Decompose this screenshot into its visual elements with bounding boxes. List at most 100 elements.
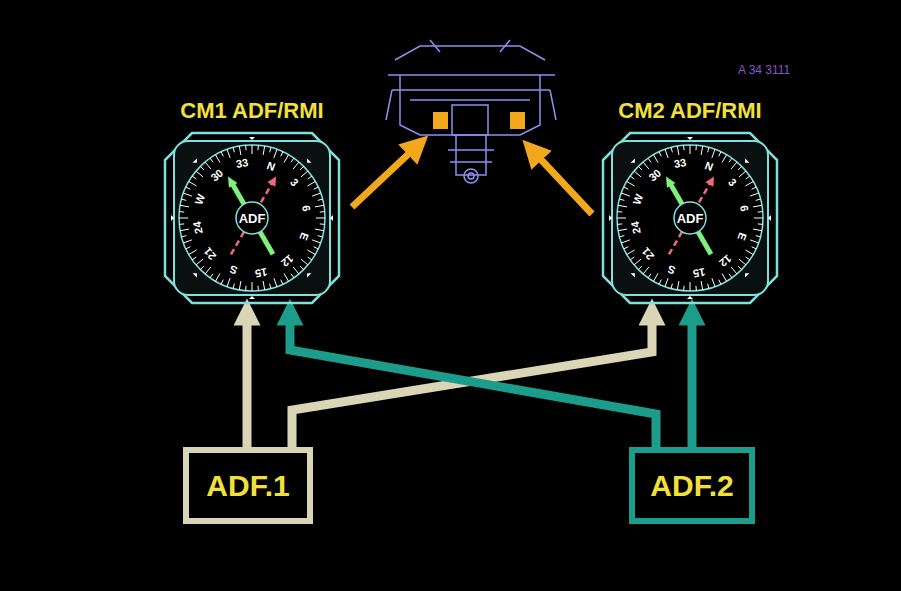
dial-tick <box>257 286 258 291</box>
cockpit-outline <box>386 40 556 183</box>
dial-tick <box>291 274 294 278</box>
dial-tick <box>192 176 196 179</box>
dial-tick <box>731 162 737 169</box>
dial-tick <box>756 199 761 200</box>
index-mark <box>687 137 693 140</box>
dial-tick <box>233 147 234 152</box>
dial-tick <box>189 182 197 187</box>
index-mark <box>249 296 255 299</box>
dial-tick <box>270 147 271 152</box>
needle-head <box>267 176 276 186</box>
index-mark <box>305 271 311 277</box>
instrument-title: CM1 ADF/RMI <box>160 98 344 124</box>
dial-tick <box>750 193 758 196</box>
compass-card <box>179 145 325 291</box>
dial-tick <box>315 229 324 231</box>
dial-tick <box>179 223 184 224</box>
dial-tick <box>754 218 763 219</box>
instrument-face: ADFN36E1215S2124W3033 <box>600 130 780 306</box>
dial-tick <box>617 223 622 224</box>
adf-receiver-box: ADF.2 <box>629 447 755 524</box>
instrument-face: ADFN36E1215S2124W3033 <box>162 130 342 306</box>
dial-tick <box>205 267 211 274</box>
dial-tick <box>252 282 253 291</box>
dial-tick <box>746 176 750 179</box>
dial-tick <box>624 187 629 189</box>
dial-tick <box>695 145 696 150</box>
dial-tick <box>746 257 750 260</box>
dial-tick <box>281 152 283 157</box>
dial-tick <box>753 229 762 231</box>
bezel-inner <box>174 141 330 295</box>
dial-tick <box>677 146 679 155</box>
index-mark <box>330 215 333 221</box>
dial-tick <box>634 171 641 177</box>
dial-tick <box>695 286 696 291</box>
dial-tick <box>745 250 753 255</box>
dial-tick <box>257 145 258 150</box>
dial-tick <box>638 266 642 270</box>
dial-tick <box>619 199 624 200</box>
rmi-instrument: CM2 ADF/RMI ADFN36E1215S2124W3033 <box>598 98 782 306</box>
dial-tick <box>738 266 742 270</box>
dial-tick <box>752 247 757 249</box>
dial-tick <box>683 286 684 291</box>
dial-tick <box>643 267 649 274</box>
dial-tick <box>627 250 635 255</box>
dial-tick <box>316 218 325 219</box>
dial-tick <box>293 267 299 274</box>
dial-tick <box>179 211 184 212</box>
dial-tick <box>239 281 241 290</box>
dial-tick <box>690 145 691 154</box>
dial-tick <box>200 266 204 270</box>
dial-tick <box>221 152 223 157</box>
dial-tick <box>227 149 230 157</box>
adf-needle-1 <box>232 183 273 254</box>
dial-tick <box>671 147 672 152</box>
dial-tick <box>719 152 721 157</box>
dial-tick <box>314 247 319 249</box>
dial-tick <box>291 158 294 162</box>
dial-tick <box>630 257 634 260</box>
dial-tick <box>758 211 763 212</box>
dial-tick <box>621 193 629 196</box>
dial-tick <box>180 229 189 231</box>
receiver-name: ADF.2 <box>650 469 733 503</box>
dial-tick <box>274 149 277 157</box>
dial-tick <box>196 171 203 177</box>
dial-tick <box>627 182 635 187</box>
dial-tick <box>252 145 253 154</box>
compass-card <box>617 145 763 291</box>
instrument-title: CM2 ADF/RMI <box>598 98 782 124</box>
dial-tick <box>712 278 715 286</box>
dial-tick <box>263 146 265 155</box>
dial-tick <box>210 274 213 278</box>
compass-numeral: 15 <box>693 266 707 279</box>
dial-tick <box>618 229 627 231</box>
dial-tick <box>284 273 289 281</box>
index-mark <box>193 271 199 277</box>
dial-tick <box>301 259 308 265</box>
bezel-octagon <box>603 133 777 303</box>
pointer-arrow <box>352 145 418 207</box>
dial-tick <box>758 223 763 224</box>
index-mark <box>609 215 612 221</box>
dial-tick <box>270 284 271 289</box>
dial-tick <box>227 278 230 286</box>
dial-tick <box>756 236 761 237</box>
dial-tick <box>216 273 221 281</box>
dial-tick <box>221 280 223 285</box>
dial-legend: ADF <box>676 212 705 225</box>
dial-tick <box>729 274 732 278</box>
dial-tick <box>308 257 312 260</box>
dial-tick <box>753 205 762 207</box>
dial-tick <box>630 176 634 179</box>
dial-tick <box>618 205 627 207</box>
rmi-instrument: CM1 ADF/RMI ADFN36E1215S2124W3033 <box>160 98 344 306</box>
dial-tick <box>654 273 659 281</box>
adf-needle-2 <box>669 183 710 254</box>
dial-tick <box>690 282 691 291</box>
dial-tick <box>719 280 721 285</box>
pointer-arrow <box>532 150 592 214</box>
